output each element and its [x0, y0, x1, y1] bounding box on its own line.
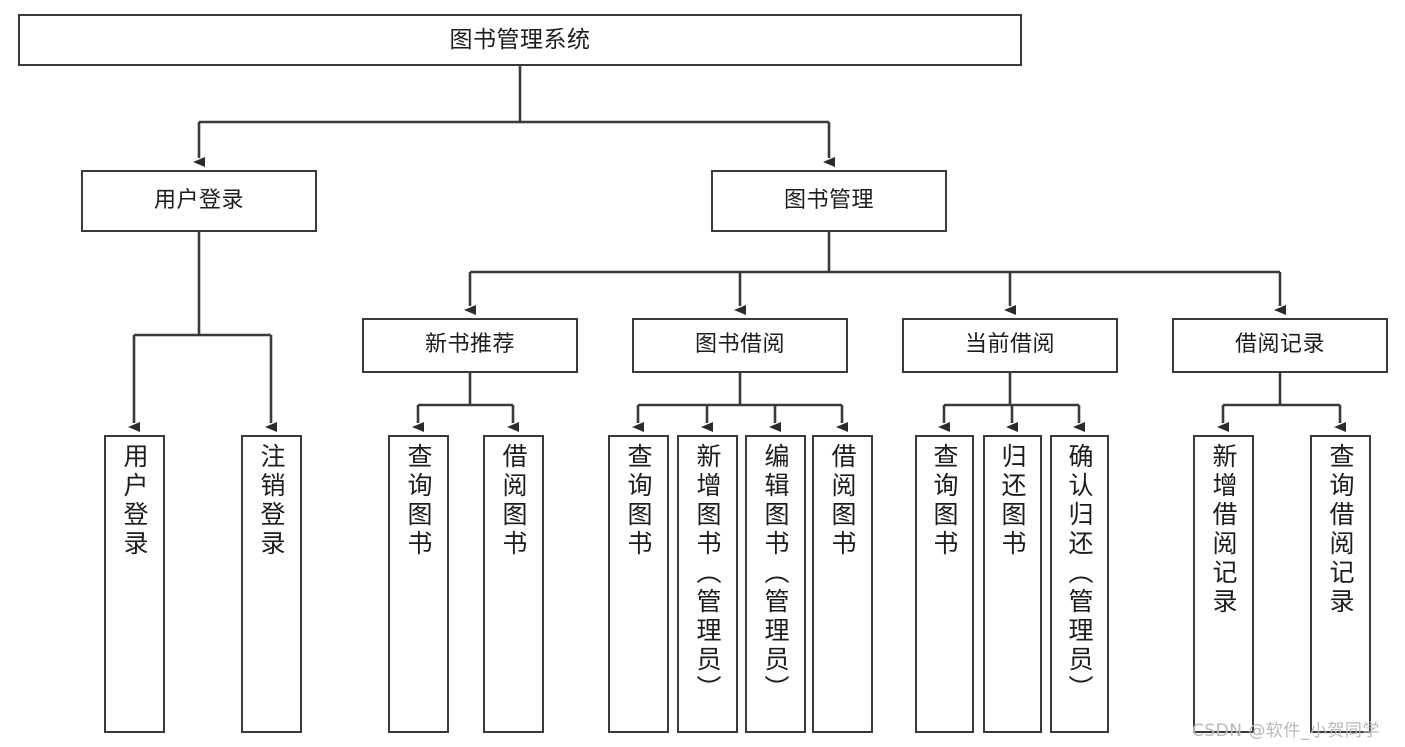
leaf-add-book-admin[interactable]: 新增图书（管理员）	[677, 435, 738, 733]
node-label: 当前借阅	[964, 332, 1055, 358]
leaf-add-borrow-record[interactable]: 新增借阅记录	[1193, 435, 1254, 733]
node-label: 图书管理	[783, 187, 874, 213]
node-label: 图书借阅	[694, 332, 785, 358]
node-user-login[interactable]: 用户登录	[81, 170, 317, 232]
node-label: 查询借阅记录	[1326, 443, 1355, 617]
leaf-query-book-1[interactable]: 查询图书	[388, 435, 449, 733]
csdn-watermark: CSDN @软件_小贺同学	[1192, 721, 1380, 741]
node-label: 新书推荐	[424, 332, 515, 358]
leaf-query-borrow-record[interactable]: 查询借阅记录	[1310, 435, 1371, 733]
leaf-edit-book-admin[interactable]: 编辑图书（管理员）	[745, 435, 806, 733]
node-label: 确认归还（管理员）	[1065, 443, 1094, 704]
node-label: 编辑图书（管理员）	[761, 443, 790, 704]
leaf-borrow-book-2[interactable]: 借阅图书	[812, 435, 873, 733]
node-label: 查询图书	[404, 443, 433, 559]
leaf-query-book-2[interactable]: 查询图书	[608, 435, 669, 733]
leaf-query-book-3[interactable]: 查询图书	[915, 435, 974, 733]
node-label: 归还图书	[998, 443, 1027, 559]
leaf-user-login[interactable]: 用户登录	[104, 435, 165, 733]
node-book-borrow[interactable]: 图书借阅	[632, 318, 848, 373]
node-new-book-recommend[interactable]: 新书推荐	[362, 318, 578, 373]
node-label: 查询图书	[930, 443, 959, 559]
node-label: 新增借阅记录	[1209, 443, 1238, 617]
node-current-borrow[interactable]: 当前借阅	[902, 318, 1118, 373]
leaf-borrow-book-1[interactable]: 借阅图书	[483, 435, 544, 733]
node-root-system[interactable]: 图书管理系统	[18, 14, 1022, 66]
node-label: 借阅图书	[499, 443, 528, 559]
node-label: 注销登录	[257, 443, 286, 559]
node-book-management[interactable]: 图书管理	[711, 170, 947, 232]
node-label: 借阅图书	[828, 443, 857, 559]
node-label: 新增图书（管理员）	[693, 443, 722, 704]
leaf-return-book[interactable]: 归还图书	[983, 435, 1042, 733]
node-borrow-record[interactable]: 借阅记录	[1172, 318, 1388, 373]
leaf-logout-login[interactable]: 注销登录	[241, 435, 302, 733]
node-label: 用户登录	[120, 443, 149, 559]
node-label: 图书管理系统	[449, 26, 591, 53]
node-label: 用户登录	[153, 187, 244, 213]
node-label: 借阅记录	[1234, 332, 1325, 358]
leaf-confirm-return-admin[interactable]: 确认归还（管理员）	[1050, 435, 1109, 733]
node-label: 查询图书	[624, 443, 653, 559]
